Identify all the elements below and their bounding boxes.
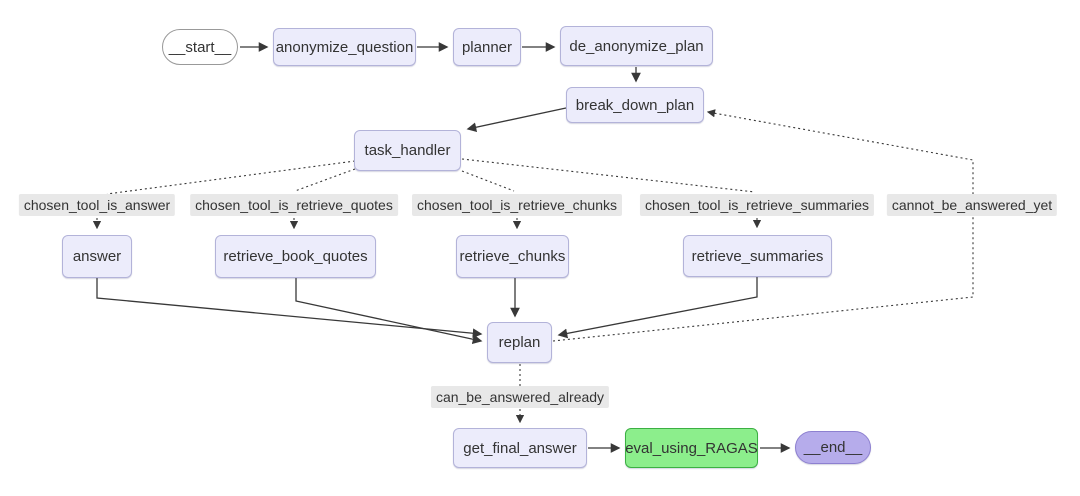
node-get-final-answer: get_final_answer (453, 428, 587, 468)
node-de-anonymize-plan: de_anonymize_plan (560, 26, 713, 66)
edge-task-handler-to-label-summaries (461, 158, 756, 193)
edge-label-cannot-be-answered-yet: cannot_be_answered_yet (886, 194, 1058, 216)
edge-label-chosen-tool-is-answer: chosen_tool_is_answer (18, 194, 176, 216)
edge-retrieve-book-quotes-to-replan (295, 278, 483, 345)
edge-label-can-be-answered-already: can_be_answered_already (430, 386, 610, 408)
node-replan: replan (487, 322, 552, 363)
node-end: __end__ (795, 431, 871, 464)
node-retrieve-chunks: retrieve_chunks (456, 235, 569, 278)
node-start: __start__ (162, 29, 238, 65)
node-retrieve-summaries: retrieve_summaries (683, 235, 832, 277)
edge-replan-to-break-down-plan-cannot-be-answered (552, 109, 974, 342)
edge-label-chosen-tool-is-retrieve-summaries: chosen_tool_is_retrieve_summaries (639, 194, 875, 216)
node-eval-using-ragas: eval_using_RAGAS (625, 428, 758, 468)
edge-task-handler-to-label-answer (106, 160, 356, 195)
edge-answer-to-replan (96, 278, 483, 339)
edge-retrieve-summaries-to-replan (557, 277, 758, 339)
edge-task-handler-to-label-chunks (461, 170, 515, 192)
edge-label-chosen-tool-is-retrieve-chunks: chosen_tool_is_retrieve_chunks (411, 194, 623, 216)
node-break-down-plan: break_down_plan (566, 87, 704, 123)
node-retrieve-book-quotes: retrieve_book_quotes (215, 235, 376, 278)
node-answer: answer (62, 235, 132, 278)
node-anonymize-question: anonymize_question (273, 28, 416, 66)
edge-label-chosen-tool-is-retrieve-quotes: chosen_tool_is_retrieve_quotes (190, 194, 398, 216)
edge-task-handler-to-label-quotes (294, 168, 356, 192)
node-planner: planner (453, 28, 521, 66)
edge-break-down-plan-to-task-handler (466, 107, 567, 133)
node-task-handler: task_handler (354, 130, 461, 171)
